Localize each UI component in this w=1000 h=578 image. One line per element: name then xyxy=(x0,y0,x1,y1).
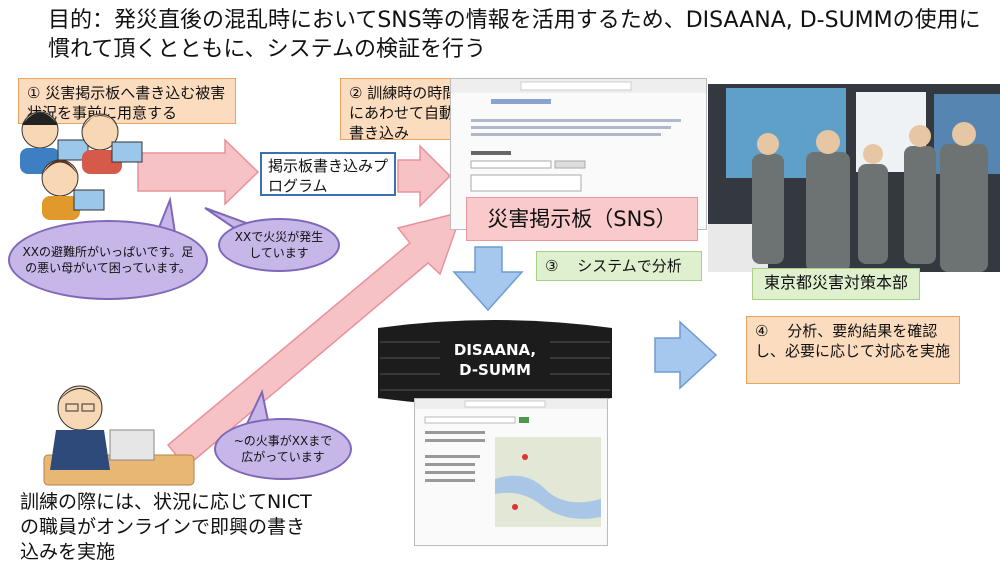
arrow-to-hq xyxy=(654,320,718,390)
dsumm-screenshot-content xyxy=(415,399,607,527)
step3-text: システムで分析 xyxy=(577,257,682,275)
person-2-icon xyxy=(81,113,143,174)
nict-note: 訓練の際には、状況に応じてNICTの職員がオンラインで即興の書き込みを実施 xyxy=(20,491,312,563)
sns-label: 災害掲示板（SNS） xyxy=(466,197,698,241)
person-3-icon xyxy=(41,159,105,220)
hq-photo xyxy=(708,84,1000,272)
arrow-to-program xyxy=(137,138,260,206)
bubble-fire: XXで火災が発生しています xyxy=(218,218,340,272)
step4-number: ④ xyxy=(755,322,769,340)
hq-label: 東京都災害対策本部 xyxy=(752,268,920,300)
bubble-fire-spread: ~の火事がXXまで広がっています xyxy=(214,418,352,480)
server-label: DISAANA, D-SUMM xyxy=(440,340,550,388)
arrow-to-sns xyxy=(397,144,452,208)
person-1-icon xyxy=(20,111,89,174)
page-title: 目的：発災直後の混乱時においてSNS等の情報を活用するため、DISAANA, D… xyxy=(48,8,981,62)
bubble-evacuation: XXの避難所がいっぱいです。足の悪い母がいて困っています。 xyxy=(8,220,208,300)
nict-staff-icon xyxy=(43,385,195,486)
step3-box: ③ システムで分析 xyxy=(536,251,702,281)
program-box: 掲示板書き込みプログラム xyxy=(260,152,396,196)
step1-text: 災害掲示板へ書き込む被害状況を事前に用意する xyxy=(27,84,226,122)
step4-text: 分析、要約結果を確認し、必要に応じて対応を実施 xyxy=(755,322,951,360)
step4-box: ④ 分析、要約結果を確認し、必要に応じて対応を実施 xyxy=(746,316,960,384)
arrow-down-to-analysis xyxy=(452,246,524,312)
step1-box: ① 災害掲示板へ書き込む被害状況を事前に用意する xyxy=(18,78,236,124)
bulletin-screenshot-content xyxy=(451,79,706,192)
dsumm-screenshot xyxy=(414,398,608,546)
step2-number: ② xyxy=(349,84,363,102)
hq-photo-content xyxy=(708,84,1000,272)
step1-number: ① xyxy=(27,84,41,102)
step3-number: ③ xyxy=(545,257,559,275)
